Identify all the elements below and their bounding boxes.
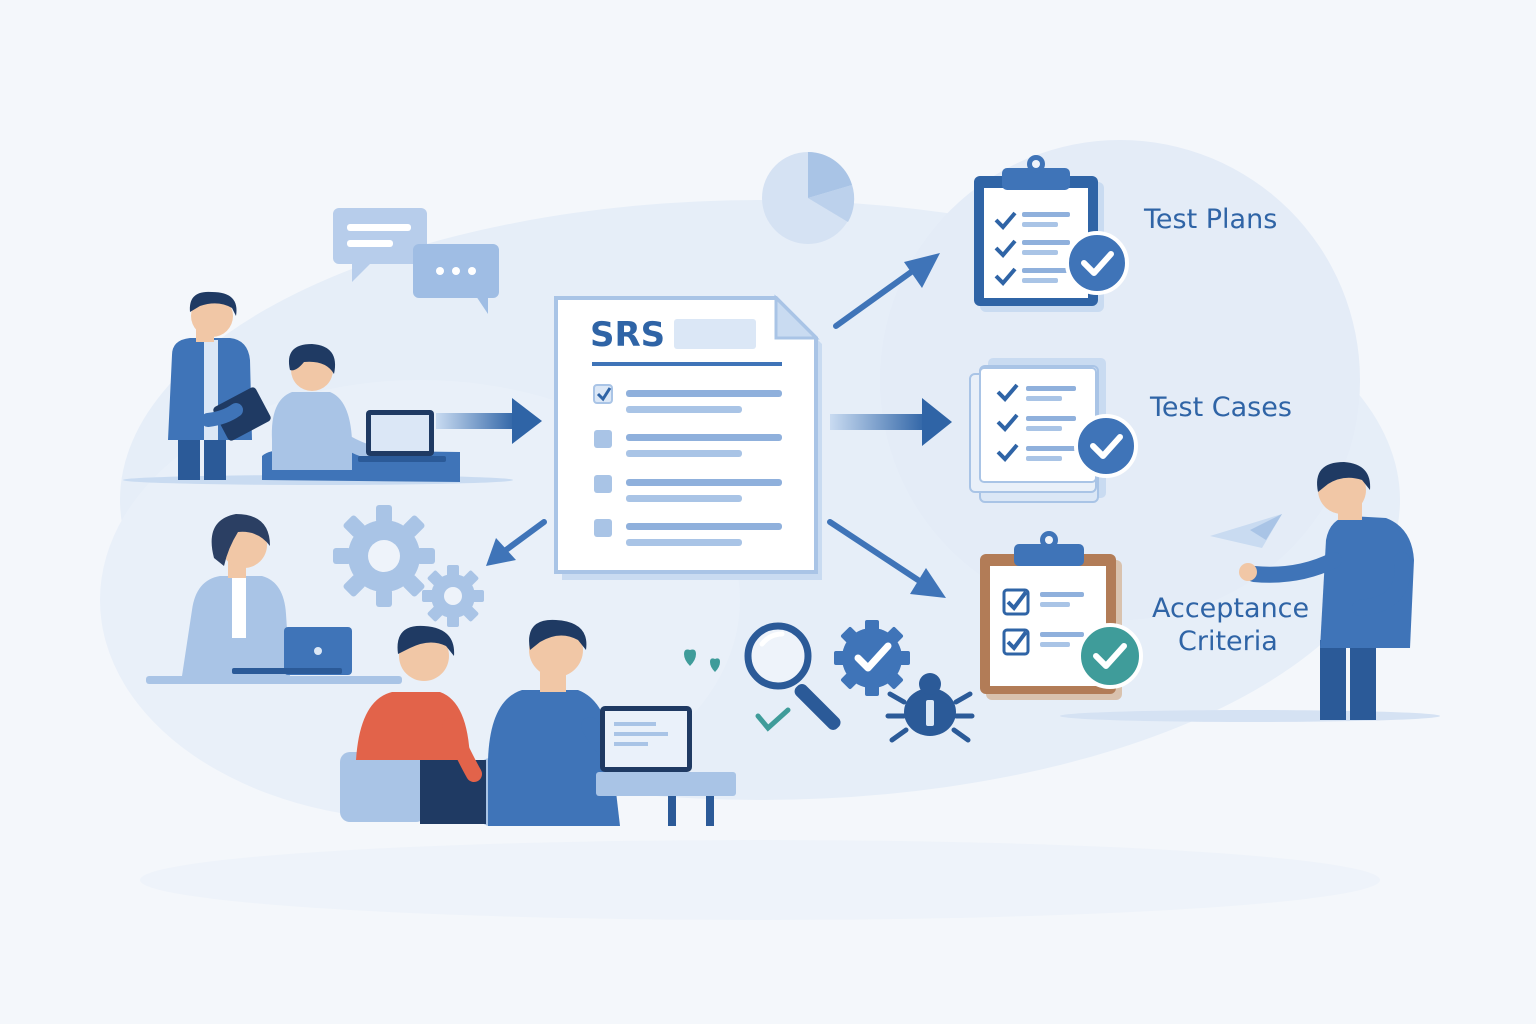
developer-blue-shirt (488, 619, 736, 826)
presenter (1060, 462, 1440, 722)
acceptance-label-line1: Acceptance (1152, 593, 1309, 624)
acceptance-label-line2: Criteria (1178, 626, 1278, 657)
gear-check-icon (834, 620, 910, 696)
stakeholders-group (123, 291, 513, 485)
acceptance-criteria-clipboard (980, 531, 1143, 700)
srs-title: SRS (590, 315, 665, 355)
seated-woman-with-laptop (262, 344, 460, 482)
developer-orange-shirt (356, 625, 486, 824)
paper-plane-icon (1210, 514, 1282, 548)
developers-team (340, 619, 736, 826)
analyst-at-desk (146, 514, 402, 684)
arrow-srs-to-test-plans (833, 253, 940, 329)
flow-arrows (436, 253, 952, 598)
arrow-srs-to-acceptance (827, 519, 946, 598)
heart-icon (710, 658, 720, 672)
arrow-stakeholders-to-srs (436, 398, 542, 444)
magnifier-icon (744, 622, 841, 730)
bug-icon (885, 673, 975, 743)
arrow-srs-to-developers (486, 519, 547, 566)
test-plans-clipboard (974, 155, 1129, 312)
srs-document: SRS (554, 294, 822, 580)
standing-man-with-tablet (168, 291, 271, 480)
chat-bubbles-icon (333, 208, 499, 314)
test-plans-label: Test Plans (1143, 204, 1277, 235)
pie-chart-icon (762, 152, 855, 244)
test-cases-label: Test Cases (1149, 392, 1292, 423)
arrow-srs-to-test-cases (830, 398, 952, 446)
test-cases-stack (969, 358, 1138, 503)
qa-icons (684, 620, 975, 743)
small-check-icon (755, 707, 791, 732)
gears-icon (333, 505, 484, 627)
heart-icon (684, 649, 696, 666)
